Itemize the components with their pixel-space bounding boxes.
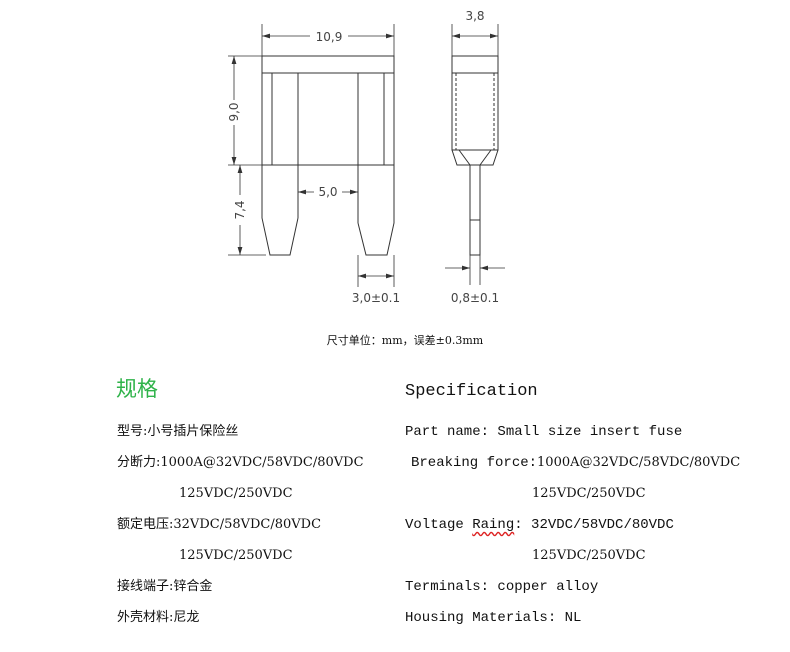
dimension-caption: 尺寸单位：mm，误差±0.3mm bbox=[326, 334, 484, 347]
label: Breaking force: bbox=[411, 455, 538, 471]
cn-row-housing: 外壳材料:尼龙 bbox=[117, 610, 199, 626]
en-row-voltage-cont: 125VDC/250VDC bbox=[532, 548, 646, 563]
value: 1000A@32VDC/58VDC/80VDC bbox=[537, 455, 741, 470]
label: 接线端子: bbox=[117, 579, 174, 594]
cn-row-model: 型号:小号插片保险丝 bbox=[117, 424, 238, 440]
side-view bbox=[451, 55, 499, 256]
value: 尼龙 bbox=[173, 610, 200, 625]
fuse-dimension-drawing: 10,9 9,0 7,4 5,0 3,0±0.1 3,8 0,8±0.1 bbox=[0, 9, 505, 305]
en-row-part-name: Part name: Small size insert fuse bbox=[405, 424, 683, 440]
value: 小号插片保险丝 bbox=[147, 424, 239, 439]
misspelled-word: Raing bbox=[472, 517, 515, 533]
dim-blade-width: 3,0±0.1 bbox=[352, 291, 400, 305]
dim-body-height: 9,0 bbox=[227, 102, 241, 121]
value: 1000A@32VDC/58VDC/80VDC bbox=[160, 455, 364, 470]
dimension-lines bbox=[228, 24, 505, 287]
dim-blade-thickness: 0,8±0.1 bbox=[451, 291, 499, 305]
dim-side-thickness: 3,8 bbox=[465, 9, 484, 23]
value: : 32VDC/58VDC/80VDC bbox=[514, 517, 674, 533]
spec-en-title: Specification bbox=[405, 382, 538, 401]
en-row-terminals: Terminals: copper alloy bbox=[405, 579, 599, 595]
cn-row-voltage-cont: 125VDC/250VDC bbox=[179, 548, 293, 563]
front-view bbox=[261, 55, 395, 256]
value: 32VDC/58VDC/80VDC bbox=[173, 517, 322, 532]
dim-front-width: 10,9 bbox=[316, 30, 343, 44]
cn-row-breaking-cont: 125VDC/250VDC bbox=[179, 486, 293, 501]
label: 外壳材料: bbox=[117, 610, 174, 625]
label: Voltage bbox=[405, 517, 473, 533]
cn-row-breaking: 分断力:1000A@32VDC/58VDC/80VDC bbox=[117, 455, 364, 471]
label: 型号: bbox=[117, 424, 148, 439]
dim-blade-length: 7,4 bbox=[233, 200, 247, 219]
value: 锌合金 bbox=[173, 579, 213, 594]
cn-row-voltage: 额定电压:32VDC/58VDC/80VDC bbox=[117, 517, 321, 533]
cn-row-terminals: 接线端子:锌合金 bbox=[117, 579, 212, 595]
en-row-voltage: Voltage Raing: 32VDC/58VDC/80VDC bbox=[405, 517, 674, 533]
label: 分断力: bbox=[117, 455, 161, 470]
en-row-breaking-cont: 125VDC/250VDC bbox=[532, 486, 646, 501]
label: 额定电压: bbox=[117, 517, 174, 532]
en-row-breaking: Breaking force:1000A@32VDC/58VDC/80VDC bbox=[411, 455, 740, 471]
spec-cn-title: 规格 bbox=[116, 377, 158, 401]
en-row-housing: Housing Materials: NL bbox=[405, 610, 582, 626]
dim-blade-gap: 5,0 bbox=[318, 185, 337, 199]
